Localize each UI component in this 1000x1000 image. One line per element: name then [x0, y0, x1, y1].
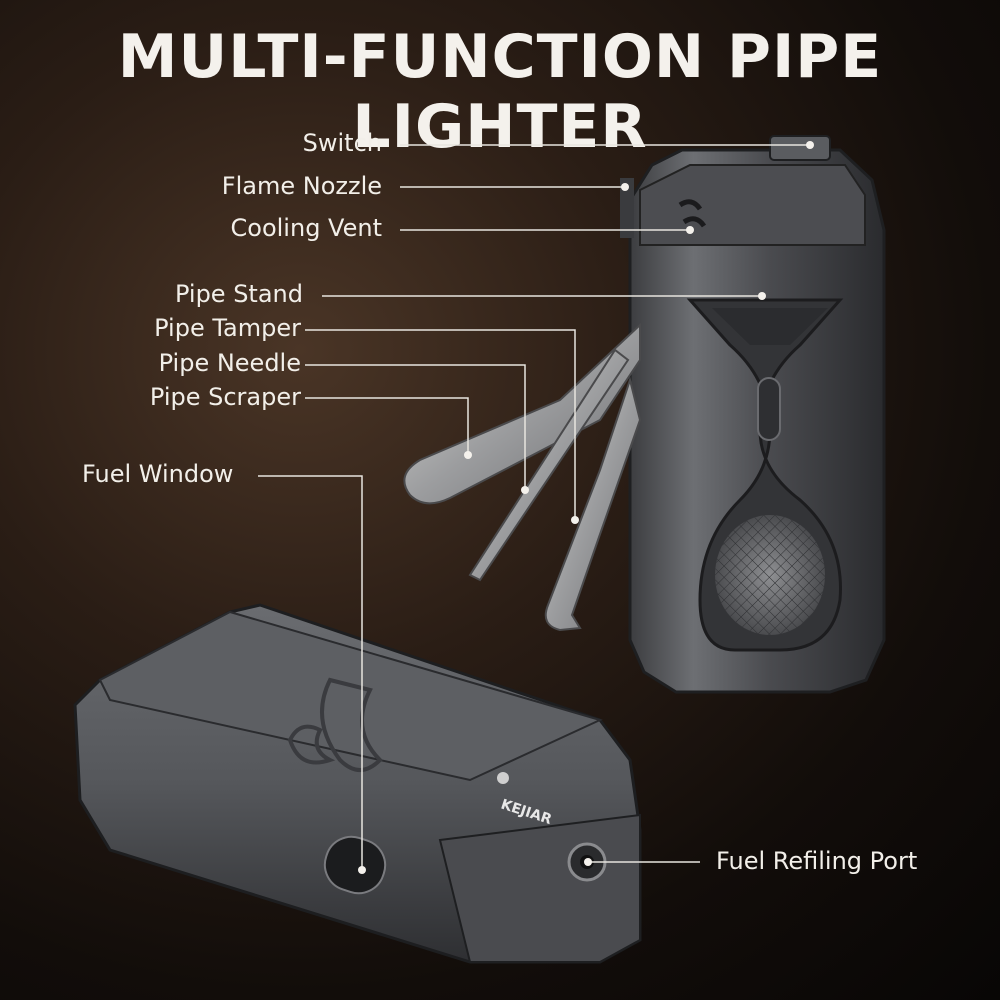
switch-part — [769, 135, 831, 161]
nozzle-part — [620, 178, 634, 238]
label-pipe-tamper: Pipe Tamper — [154, 314, 301, 342]
top-cap — [639, 164, 866, 246]
end-cap — [438, 813, 641, 963]
pipe-scraper-line — [305, 397, 469, 455]
fuel-window-part — [323, 835, 387, 895]
label-fuel-window: Fuel Window — [82, 460, 234, 488]
vent-slots — [678, 199, 707, 228]
label-cooling-vent: Cooling Vent — [230, 214, 382, 242]
callout-lines — [258, 144, 810, 870]
lying-lighter: KEJIAR — [73, 603, 642, 964]
pipe-tools — [403, 322, 642, 632]
label-switch: Switch — [302, 129, 382, 157]
label-flame-nozzle: Flame Nozzle — [221, 172, 382, 200]
label-pipe-stand: Pipe Stand — [174, 280, 303, 308]
upright-lighter — [620, 135, 886, 694]
label-fuel-refiling-port: Fuel Refiling Port — [716, 847, 918, 875]
fuel-window-line — [258, 475, 363, 870]
label-pipe-needle: Pipe Needle — [158, 349, 301, 377]
page-title: MULTI-FUNCTION PIPE LIGHTER — [117, 22, 883, 162]
pipe-tamper-tool — [544, 376, 642, 632]
pipe-scraper-tool — [403, 322, 641, 505]
pipe-needle-line — [305, 364, 526, 490]
label-pipe-scraper: Pipe Scraper — [149, 383, 301, 411]
pipe-needle-tool — [468, 348, 630, 582]
pipe-tamper-line — [305, 329, 576, 520]
callout-dots — [358, 141, 814, 874]
